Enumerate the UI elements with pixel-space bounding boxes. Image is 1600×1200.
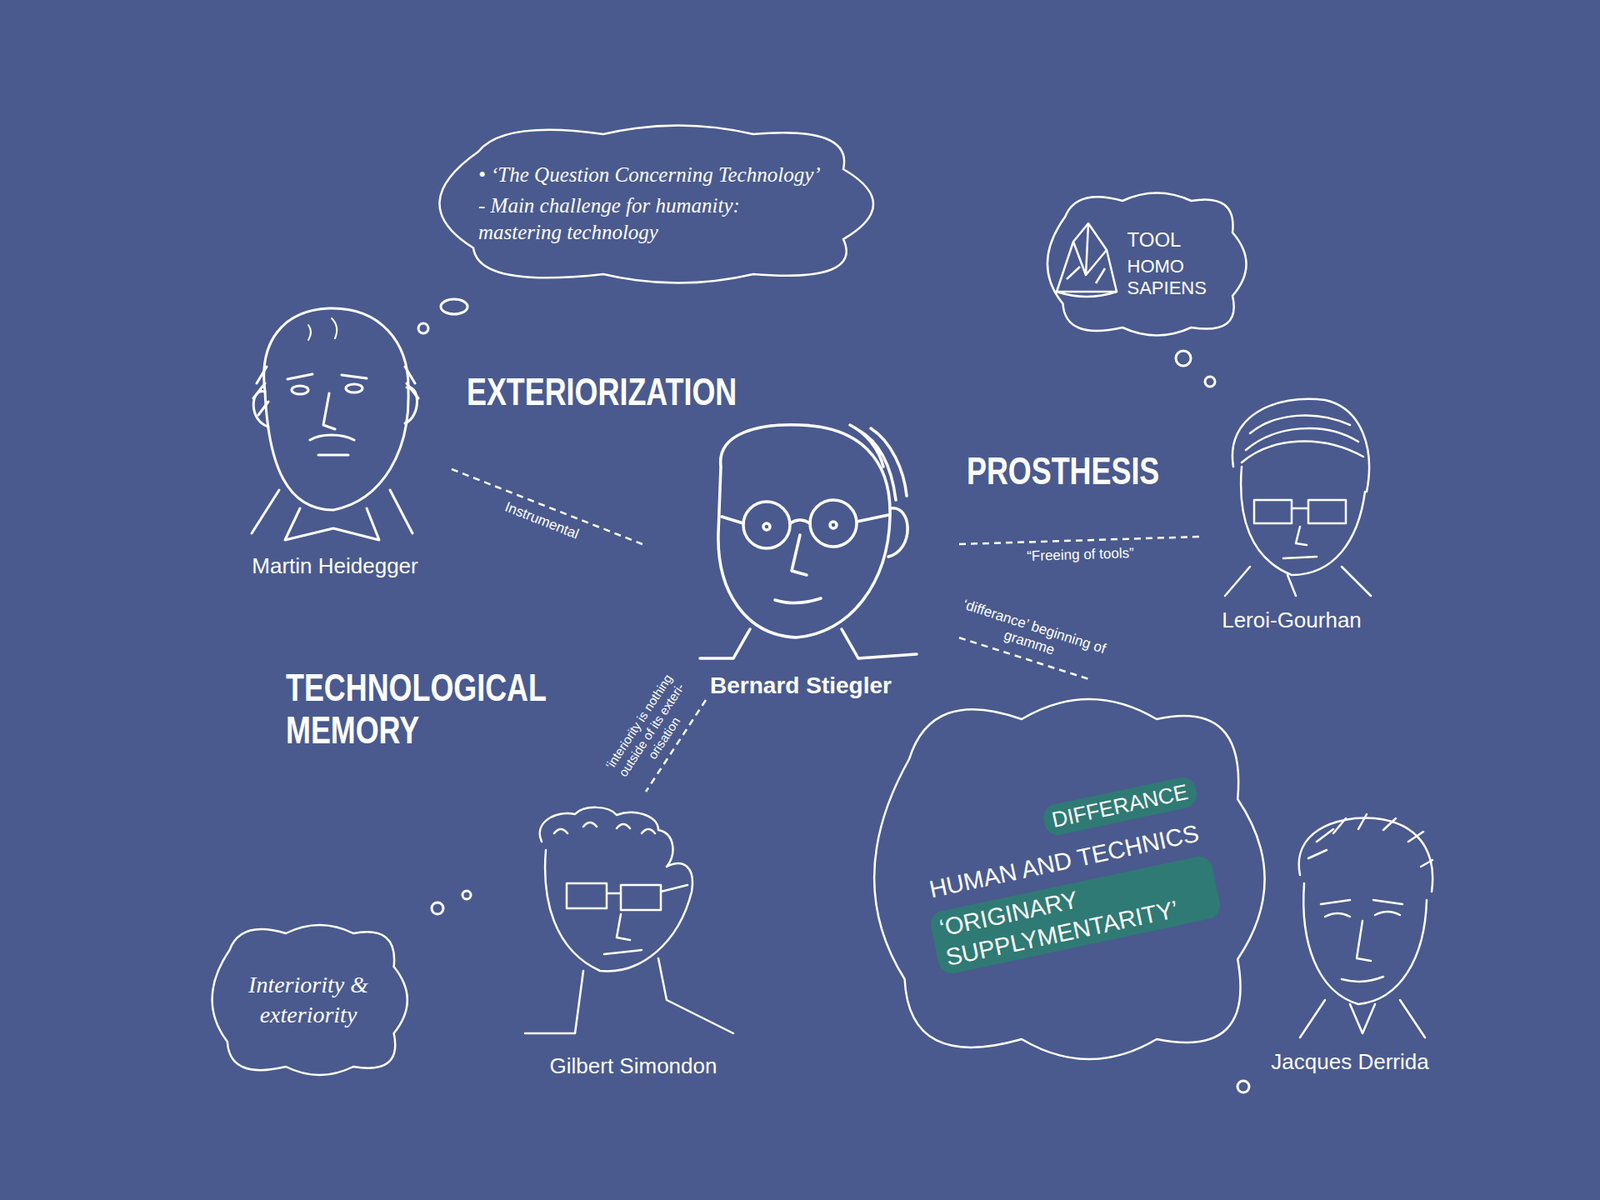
- person-name: Martin Heidegger: [251, 553, 418, 580]
- simondon-portrait-stroke: [604, 914, 642, 955]
- thought-cloud: • ‘The Question Concerning Technology’- …: [403, 116, 904, 292]
- thought-cloud: DIFFERANCEHUMAN AND TECHNICS‘ORIGINARY S…: [841, 679, 1292, 1080]
- thought-bubbles-stroke: [1237, 1080, 1250, 1093]
- cloud-text: TOOL: [1127, 228, 1231, 253]
- stiegler-portrait-stroke: [810, 500, 857, 547]
- edge-label: Instrumental: [501, 498, 581, 543]
- simondon-portrait-stroke: [566, 883, 688, 910]
- key-term: TECHNOLOGICAL MEMORY: [285, 666, 579, 751]
- heidegger-portrait-stroke: [253, 387, 417, 427]
- stiegler-portrait-stroke: [888, 508, 908, 557]
- cloud-stroke: [439, 125, 874, 284]
- edge-label: ‘interiority is nothing outside of its e…: [598, 665, 705, 795]
- stiegler-portrait-stroke: [763, 523, 770, 530]
- stiegler-portrait-stroke: [721, 515, 889, 524]
- leroi-gourhan-portrait: [1225, 399, 1371, 596]
- cloud-content: Interiority & exteriority: [230, 970, 388, 1031]
- simondon-portrait-stroke: [525, 958, 734, 1034]
- leroi-gourhan-portrait-stroke: [1283, 526, 1317, 559]
- heidegger-portrait-stroke: [264, 308, 409, 510]
- rotated-text-group: DIFFERANCEHUMAN AND TECHNICS‘ORIGINARY S…: [910, 775, 1222, 976]
- heidegger-portrait-stroke: [287, 374, 367, 380]
- stiegler-portrait: [700, 425, 917, 659]
- stiegler-portrait-stroke: [718, 425, 890, 638]
- simondon-portrait-stroke: [540, 807, 674, 867]
- thought-cloud: Interiority & exteriority: [195, 916, 421, 1084]
- person-name: Bernard Stiegler: [710, 671, 892, 700]
- cloud-text: Interiority & exteriority: [230, 970, 388, 1031]
- heidegger-portrait-stroke: [310, 393, 355, 455]
- cloud-outline: [841, 679, 1292, 1080]
- derrida-portrait-stroke: [1320, 900, 1403, 917]
- simondon-portrait-stroke: [554, 822, 655, 834]
- key-term: EXTERIORIZATION: [466, 370, 737, 414]
- stiegler-portrait-stroke: [743, 501, 790, 549]
- stiegler-portrait-stroke: [830, 521, 837, 529]
- portrait-node: Gilbert Simondon: [508, 791, 759, 1080]
- derrida-portrait-stroke: [1299, 818, 1433, 892]
- thought-bubbles-stroke: [431, 902, 444, 915]
- simondon-portrait: [525, 807, 734, 1034]
- cloud-text: - Main challenge for humanity: mastering…: [478, 192, 829, 247]
- cloud-text: • ‘The Question Concerning Technology’: [478, 161, 829, 190]
- heidegger-portrait-stroke: [308, 318, 337, 340]
- portrait-node: Jacques Derrida: [1250, 800, 1450, 1075]
- cloud-stroke: [874, 699, 1265, 1060]
- dashed-connector: [451, 469, 643, 545]
- cloud-outline: [195, 916, 421, 1084]
- thought-bubbles-stroke: [462, 890, 471, 900]
- stone-tool-icon: [1056, 223, 1117, 297]
- derrida-portrait-stroke: [1300, 1000, 1425, 1038]
- thought-bubbles-stroke: [1175, 350, 1191, 366]
- cloud-content: TOOLHOMO SAPIENS: [1127, 225, 1231, 304]
- leroi-gourhan-portrait-stroke: [1241, 415, 1364, 463]
- stone-tool-icon-stroke: [1056, 223, 1117, 297]
- heidegger-portrait-stroke: [253, 366, 419, 415]
- thought-bubbles-stroke: [440, 299, 468, 315]
- leroi-gourhan-portrait-stroke: [1254, 500, 1346, 524]
- stiegler-portrait-stroke: [775, 535, 821, 604]
- leroi-gourhan-portrait-stroke: [1225, 566, 1371, 596]
- edge-label: “Freeing of tools”: [1025, 545, 1135, 565]
- cloud-stroke: [212, 925, 408, 1075]
- cloud-content: • ‘The Question Concerning Technology’- …: [478, 158, 829, 250]
- stiegler-portrait-stroke: [700, 629, 917, 659]
- person-name: Jacques Derrida: [1270, 1049, 1429, 1075]
- dashed-connector: [959, 536, 1200, 545]
- heidegger-portrait: [251, 308, 419, 540]
- thought-cloud: TOOLHOMO SAPIENS: [1030, 185, 1260, 344]
- portrait-node: Leroi-Gourhan: [1200, 391, 1384, 634]
- edge-label: ‘differance’ beginning of gramme: [950, 595, 1112, 677]
- heidegger-portrait-stroke: [251, 490, 413, 540]
- key-term: PROSTHESIS: [966, 450, 1160, 493]
- cloud-content: DIFFERANCEHUMAN AND TECHNICS‘ORIGINARY S…: [909, 803, 1225, 956]
- derrida-portrait: [1299, 814, 1433, 1038]
- derrida-portrait-stroke: [1341, 920, 1384, 982]
- leroi-gourhan-portrait-stroke: [1232, 399, 1370, 492]
- person-name: Gilbert Simondon: [550, 1053, 718, 1080]
- derrida-portrait-stroke: [1308, 814, 1433, 867]
- simondon-portrait-stroke: [545, 850, 693, 971]
- person-name: Leroi-Gourhan: [1221, 607, 1362, 634]
- cloud-text: HOMO SAPIENS: [1127, 255, 1231, 300]
- leroi-gourhan-portrait-stroke: [1240, 466, 1365, 575]
- thought-bubbles-stroke: [1205, 376, 1215, 387]
- portrait-node: Martin Heidegger: [218, 304, 452, 580]
- heidegger-portrait-stroke: [345, 384, 363, 393]
- portrait-node: Bernard Stiegler: [642, 416, 960, 700]
- derrida-portrait-stroke: [1303, 883, 1427, 1005]
- stiegler-portrait-stroke: [850, 425, 907, 500]
- heidegger-portrait-stroke: [291, 385, 309, 395]
- thought-bubbles-stroke: [418, 323, 429, 334]
- cloud-stroke: [1047, 193, 1247, 336]
